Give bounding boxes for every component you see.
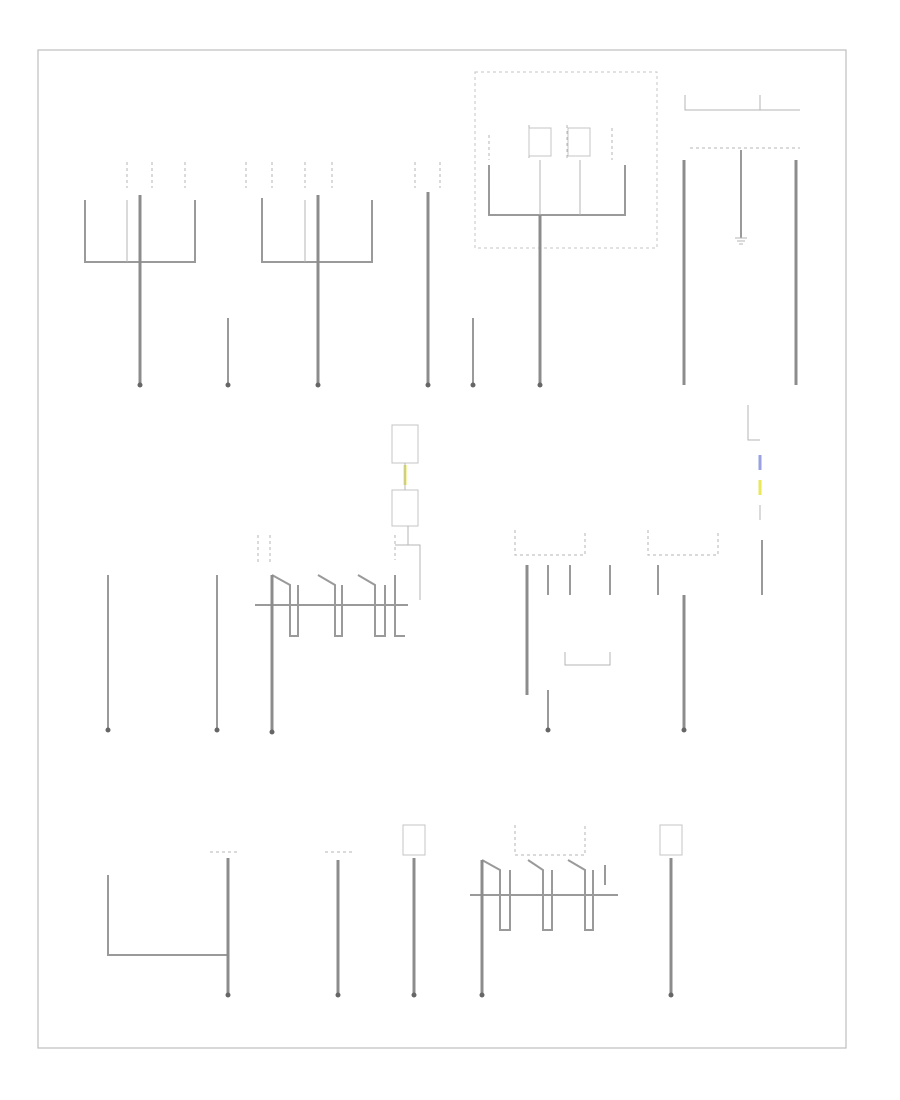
ground-point bbox=[137, 382, 143, 388]
diagram-frame bbox=[37, 49, 847, 1049]
row-3-circuits bbox=[107, 824, 683, 998]
row-2-circuits bbox=[105, 405, 763, 735]
row-1-circuits bbox=[84, 71, 800, 388]
ground-point bbox=[225, 382, 231, 388]
